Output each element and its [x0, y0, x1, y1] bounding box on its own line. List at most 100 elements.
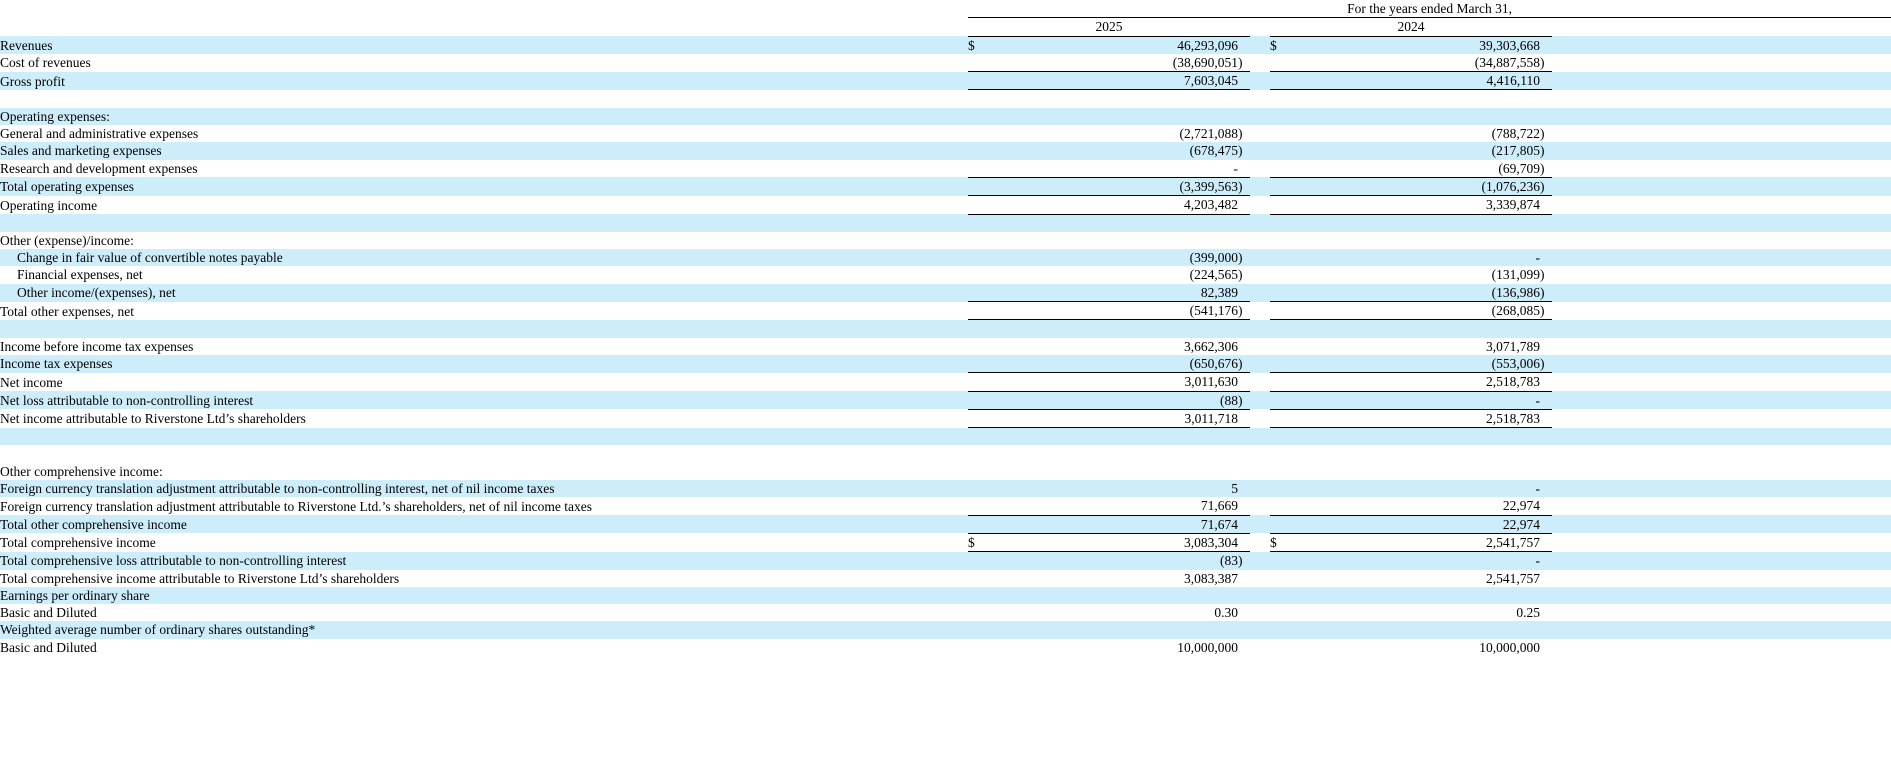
paren-2024: [1540, 514, 1552, 534]
paren-2024: ): [1540, 53, 1552, 72]
paren-2024: [1540, 249, 1552, 267]
currency-symbol-2025: [968, 159, 990, 178]
column-separator: [1250, 214, 1270, 232]
paren-2025: [1238, 427, 1250, 446]
value-2024: -: [1300, 480, 1540, 498]
column-separator: [1250, 638, 1270, 656]
column-separator: [1250, 533, 1270, 552]
paren-2024: [1540, 89, 1552, 108]
value-2024: [1300, 445, 1540, 463]
row-label: Weighted average number of ordinary shar…: [0, 621, 968, 639]
row-tail: [1552, 621, 1891, 639]
row-label: Foreign currency translation adjustment …: [0, 480, 968, 498]
column-separator: [1250, 36, 1270, 54]
column-separator: [1250, 195, 1270, 215]
row-label: Cost of revenues: [0, 53, 968, 72]
column-separator: [1250, 142, 1270, 160]
row-label: Foreign currency translation adjustment …: [0, 497, 968, 516]
row-tail: [1552, 497, 1891, 516]
row-tail: [1552, 142, 1891, 160]
currency-symbol-2024: [1270, 319, 1292, 338]
row-label: Total comprehensive income attributable …: [0, 569, 968, 587]
paren-2024: ): [1540, 266, 1552, 284]
row-label: Basic and Diluted: [0, 604, 968, 622]
currency-symbol-2024: [1270, 214, 1292, 232]
row-tail: [1552, 283, 1891, 302]
value-2025: (224,565: [998, 266, 1238, 284]
value-gap-2024: [1292, 638, 1300, 656]
value-2025: (38,690,051: [998, 53, 1238, 72]
currency-symbol-2024: $: [1270, 36, 1292, 54]
currency-symbol-2024: [1270, 231, 1292, 250]
currency-symbol-2024: [1270, 266, 1292, 284]
paren-2025: [1238, 514, 1250, 534]
paren-2024: [1540, 427, 1552, 446]
column-separator: [1250, 409, 1270, 428]
value-2025: [998, 319, 1238, 338]
paren-2024: [1540, 107, 1552, 126]
value-2024: (34,887,558: [1300, 53, 1540, 72]
year-header-row: 2025 2024: [0, 17, 1891, 37]
paren-2025: [1238, 71, 1250, 91]
paren-2025: ): [1238, 551, 1250, 570]
value-gap-2024: [1292, 354, 1300, 373]
value-2025: (2,721,088: [998, 125, 1238, 143]
income-statement-table: For the years ended March 31, 2025 2024 …: [0, 0, 1891, 656]
paren-2025: [1238, 107, 1250, 126]
paren-2024: [1540, 445, 1552, 463]
currency-symbol-2025: [968, 497, 990, 516]
value-gap-2024: [1292, 159, 1300, 178]
row-label: [0, 427, 968, 446]
row-tail: [1552, 515, 1891, 534]
value-2024: 2,541,757: [1300, 532, 1540, 553]
value-2024: (136,986: [1300, 283, 1540, 302]
row-label: Revenues: [0, 36, 968, 54]
currency-symbol-2025: [968, 514, 990, 534]
column-separator: [1250, 107, 1270, 126]
paren-2024: [1540, 569, 1552, 587]
row-label: Operating income: [0, 195, 968, 215]
value-gap-2024: [1292, 569, 1300, 587]
table-row: Income tax expenses(650,676)(553,006): [0, 354, 1891, 373]
row-label: General and administrative expenses: [0, 125, 968, 143]
paren-2024: [1540, 551, 1552, 570]
paren-2024: [1540, 391, 1552, 410]
value-gap-2025: [990, 391, 998, 410]
currency-symbol-2024: [1270, 125, 1292, 143]
value-gap-2024: [1292, 480, 1300, 498]
value-gap-2025: [990, 266, 998, 284]
paren-2024: ): [1540, 354, 1552, 373]
column-separator: [1250, 125, 1270, 143]
paren-2025: [1238, 372, 1250, 392]
value-gap-2024: [1292, 445, 1300, 463]
value-2024: 22,974: [1300, 497, 1540, 516]
currency-symbol-2024: [1270, 638, 1292, 656]
value-gap-2025: [990, 638, 998, 656]
row-tail: [1552, 337, 1891, 355]
value-gap-2024: [1292, 409, 1300, 429]
currency-symbol-2024: [1270, 283, 1292, 302]
year-tail: [1552, 18, 1891, 36]
row-tail: [1552, 249, 1891, 267]
paren-2025: ): [1238, 249, 1250, 267]
paren-2024: [1540, 586, 1552, 605]
currency-symbol-2024: [1270, 159, 1292, 178]
value-2024: [1300, 427, 1540, 446]
column-separator: [1250, 89, 1270, 108]
value-2024: 39,303,668: [1300, 36, 1540, 54]
value-gap-2025: [990, 142, 998, 160]
currency-symbol-2024: [1270, 301, 1292, 321]
paren-2024: ): [1540, 142, 1552, 160]
period-header: For the years ended March 31,: [968, 0, 1891, 19]
currency-symbol-2024: [1270, 427, 1292, 446]
row-label: Basic and Diluted: [0, 638, 968, 656]
paren-2024: [1540, 71, 1552, 91]
row-tail: [1552, 36, 1891, 54]
column-separator: [1250, 569, 1270, 587]
value-gap-2024: [1292, 176, 1300, 197]
column-header-2024: 2024: [1270, 17, 1552, 37]
value-2024: -: [1300, 551, 1540, 570]
currency-symbol-2025: [968, 319, 990, 338]
